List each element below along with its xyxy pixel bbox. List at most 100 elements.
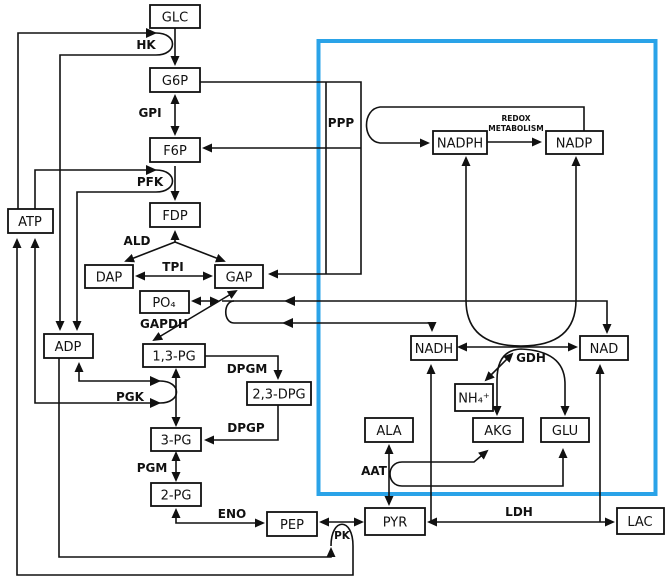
arrowhead-pfk (146, 165, 157, 175)
node-nad: NAD (579, 335, 629, 361)
nodes: GLC G6P F6P FDP DAP GAP PO₄ 1,3-PG (7, 4, 665, 537)
arrowhead-pgk-upper (150, 376, 161, 386)
node-ala-label: ALA (376, 424, 401, 439)
node-nadh: NADH (410, 335, 458, 361)
edge-aat-akg (402, 449, 489, 463)
node-glc: GLC (149, 4, 201, 29)
node-nadp-label: NADP (556, 137, 593, 152)
node-dap-box (84, 264, 134, 289)
enzyme-aat: AAT (361, 464, 388, 478)
node-dap-label: DAP (96, 271, 123, 286)
edges (12, 28, 615, 576)
node-nh4-label: NH₄⁺ (458, 392, 490, 407)
node-pep-label: PEP (280, 518, 304, 533)
node-atp-box (7, 208, 54, 234)
node-glu: GLU (540, 417, 590, 443)
enzyme-tpi: TPI (162, 260, 183, 274)
node-3pg: 3-PG (150, 427, 202, 452)
node-ala: ALA (364, 417, 414, 443)
node-nadph-label: NADPH (437, 137, 483, 152)
node-nadp-box (545, 130, 604, 155)
node-g6p-label: G6P (162, 74, 188, 89)
node-fdp: FDP (149, 202, 201, 228)
edge-aat-curve (389, 461, 403, 487)
node-akg-label: AKG (484, 424, 512, 439)
node-pyr-label: PYR (383, 516, 408, 531)
node-23dpg-box (246, 381, 312, 406)
enzyme-dpgp: DPGP (227, 421, 265, 435)
node-atp-label: ATP (18, 215, 42, 230)
node-f6p-box (149, 137, 201, 163)
enzyme-gapdh: GAPDH (140, 317, 188, 331)
enzyme-eno: ENO (218, 507, 246, 521)
node-nad-box (579, 335, 629, 361)
node-gap-box (214, 264, 264, 289)
node-23dpg-label: 2,3-DPG (252, 388, 305, 403)
arrowhead-nad-line (284, 296, 295, 306)
node-po4-label: PO₄ (152, 296, 175, 311)
edge-eno (171, 508, 265, 528)
node-po4-box (139, 290, 190, 314)
node-pyr: PYR (364, 507, 426, 536)
node-glu-box (540, 417, 590, 443)
node-3pg-box (150, 427, 202, 452)
node-lac-label: LAC (627, 515, 652, 530)
enzyme-gpi: GPI (138, 106, 161, 120)
node-nh4: NH₄⁺ (454, 383, 494, 412)
edge-fdp-gap (174, 241, 226, 263)
enzyme-pk: PK (334, 530, 351, 542)
node-2pg: 2-PG (150, 482, 202, 507)
node-glc-box (149, 4, 201, 29)
edge-aat-glu (402, 448, 568, 487)
edge-fdp-dap (124, 241, 176, 263)
edge-gdh-nh4 (484, 352, 514, 382)
node-nh4-box (454, 383, 494, 412)
node-fdp-label: FDP (162, 209, 187, 224)
node-pep: PEP (266, 511, 318, 537)
node-13pg-label: 1,3-PG (152, 350, 195, 365)
node-nadh-label: NADH (415, 342, 453, 357)
node-2pg-label: 2-PG (161, 489, 192, 504)
node-atp: ATP (7, 208, 54, 234)
node-akg: AKG (472, 417, 524, 443)
node-adp-label: ADP (55, 340, 82, 355)
enzyme-ldh: LDH (505, 505, 533, 519)
edge-pk-atp (12, 238, 354, 576)
edge-gapdh-nad (222, 300, 612, 334)
node-ala-box (364, 417, 414, 443)
node-nadph-box (432, 130, 488, 155)
node-adp-box (43, 333, 94, 359)
node-gap-label: GAP (226, 271, 253, 286)
node-pyr-box (364, 507, 426, 536)
node-pep-box (266, 511, 318, 537)
edge-dpgp (204, 405, 279, 445)
edge-ppp-main (200, 81, 362, 279)
node-po4: PO₄ (139, 290, 190, 314)
node-nad-label: NAD (590, 342, 619, 357)
edge-dpgm (205, 355, 283, 380)
enzyme-hk: HK (136, 38, 156, 52)
edge-nadph-gdh-u (461, 156, 581, 347)
node-gap: GAP (214, 264, 264, 289)
node-fdp-box (149, 202, 201, 228)
enzyme-dpgm: DPGM (227, 362, 268, 376)
node-adp: ADP (43, 333, 94, 359)
node-glc-label: GLC (162, 11, 188, 26)
arrowhead-hk (146, 28, 157, 38)
node-lac: LAC (616, 507, 665, 535)
node-13pg: 1,3-PG (142, 343, 206, 368)
edge-gap-13pg (152, 289, 238, 342)
node-nadph: NADPH (432, 130, 488, 155)
arrowhead-nadh-line (282, 318, 293, 328)
node-13pg-box (142, 343, 206, 368)
enzyme-pfk: PFK (137, 175, 164, 189)
node-f6p: F6P (149, 137, 201, 163)
enzyme-pgk: PGK (116, 390, 145, 404)
node-g6p-box (149, 67, 201, 93)
node-3pg-label: 3-PG (161, 434, 192, 449)
edge-gapdh-nadh (224, 300, 437, 332)
enzyme-gdh: GDH (516, 351, 546, 365)
enzyme-redox-line1: REDOX (501, 114, 530, 123)
highlight-region (316, 39, 658, 496)
